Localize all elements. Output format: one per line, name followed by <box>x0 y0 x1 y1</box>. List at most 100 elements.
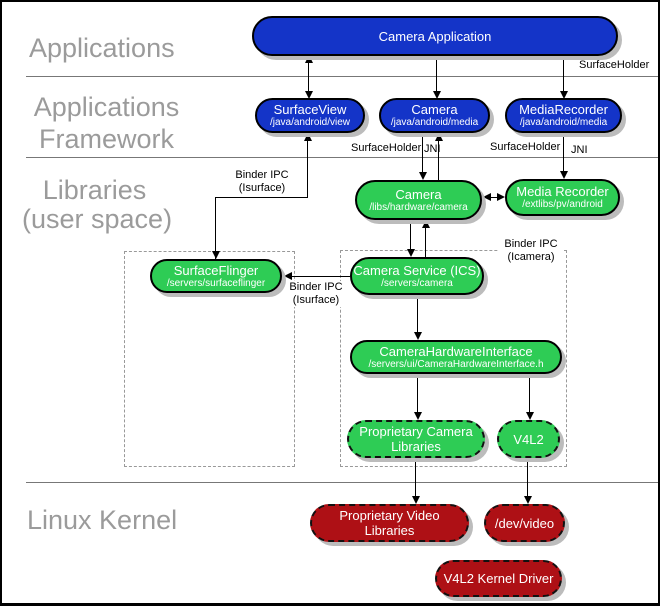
arrowhead-up-icon <box>305 55 313 63</box>
node-path: /extlibs/pv/android <box>522 199 603 210</box>
node-path: /java/android/view <box>269 117 351 128</box>
layer-label-framework: Applications Framework <box>24 91 189 155</box>
layer-label-kernel: Linux Kernel <box>27 505 178 535</box>
node-label: Camera Service (ICS) <box>353 262 481 278</box>
layer-label-framework-line2: Framework <box>38 124 174 154</box>
node-path: /servers/surfaceflinger <box>166 277 266 289</box>
edge-binderipc-vertical-upper <box>307 133 308 197</box>
arrowhead-right-icon <box>497 193 505 201</box>
node-surfaceflinger: SurfaceFlinger /servers/surfaceflinger <box>150 259 282 293</box>
separator-applications-framework <box>26 76 658 77</box>
label-line: Binder IPC <box>289 281 343 293</box>
node-label: V4L2 <box>513 431 544 447</box>
edge-cameralib-mediarecorderlib <box>488 197 500 198</box>
node-label: Media Recorder <box>516 184 609 199</box>
arrowhead-left-icon <box>284 272 292 280</box>
node-mediarecorder-framework: MediaRecorder /java/android/media <box>505 98 622 133</box>
arrowhead-down-icon <box>414 412 422 420</box>
label-line: (Icamera) <box>507 251 555 263</box>
edge-cameraapp-surfaceview <box>308 57 309 97</box>
arrowhead-down-icon <box>433 91 441 99</box>
label-line: Binder IPC <box>235 169 289 181</box>
node-label: Camera <box>411 102 458 117</box>
node-camera-hardware-interface: CameraHardwareInterface /servers/ui/Came… <box>350 340 562 374</box>
arrowhead-down-icon <box>526 412 534 420</box>
node-label: CameraHardwareInterface <box>379 343 533 359</box>
layer-label-libraries: Libraries (user space) <box>22 175 173 234</box>
node-label: MediaRecorder <box>519 102 608 117</box>
node-label: Proprietary Video Libraries <box>339 508 440 538</box>
node-camera-application: Camera Application <box>252 16 618 56</box>
arrowhead-down-icon <box>212 251 220 259</box>
arrowhead-left-icon <box>483 193 491 201</box>
edge-camerafw-cameralib-down <box>422 132 423 172</box>
label-binderipc-isurface-upper: Binder IPC (Isurface) <box>227 169 297 195</box>
edge-cameraservice-cameralib-up <box>425 228 426 257</box>
arrowhead-down-icon <box>412 496 420 504</box>
edge-v4l2-devvideo <box>527 458 528 496</box>
edge-binderipc-vertical-lower <box>215 197 216 259</box>
node-path: /servers/ui/CameraHardwareInterface.h <box>368 358 544 370</box>
edge-cameralib-cameraservice-down <box>410 220 411 250</box>
edge-chi-proprietarycameralibs <box>417 374 418 412</box>
edge-mediarecorderfw-mediarecorderlib <box>563 132 564 171</box>
edge-pcl-proprietaryvideolibs <box>415 458 416 496</box>
node-path: /java/android/media <box>519 117 608 128</box>
arrowhead-down-icon <box>414 332 422 340</box>
layer-label-framework-line1: Applications <box>33 92 180 122</box>
node-label: SurfaceFlinger <box>173 262 259 278</box>
edge-cameraservice-surfaceflinger <box>292 276 350 277</box>
label-surfaceholder-camera: SurfaceHolder <box>351 142 422 154</box>
node-label: SurfaceView <box>273 102 347 117</box>
node-camera-library: Camera /libs/hardware/camera <box>355 180 482 220</box>
label-surfaceholder-mediarecorder: SurfaceHolder <box>490 141 561 153</box>
node-camera-framework: Camera /java/android/media <box>379 98 490 133</box>
arrowhead-down-icon <box>560 171 568 179</box>
node-path: /servers/camera <box>381 277 453 289</box>
label-binderipc-isurface-mid: Binder IPC (Isurface) <box>286 281 346 307</box>
node-v4l2-kernel-driver: V4L2 Kernel Driver <box>435 560 562 597</box>
label-line: Binder IPC <box>504 238 558 250</box>
node-v4l2: V4L2 <box>497 420 560 458</box>
arrowhead-down-icon <box>305 91 313 99</box>
edge-cameraapp-camerafw <box>436 55 437 91</box>
layer-label-libraries-line2: (user space) <box>22 204 173 234</box>
node-dev-video: /dev/video <box>484 504 565 542</box>
node-mediarecorder-library: Media Recorder /extlibs/pv/android <box>505 179 620 216</box>
surfaceflinger-group-box <box>124 251 295 467</box>
label-surfaceholder-top: SurfaceHolder <box>579 59 650 71</box>
node-proprietary-video-libraries: Proprietary Video Libraries <box>310 504 469 542</box>
node-label: Camera <box>395 186 442 202</box>
label-line: (Isurface) <box>292 294 340 306</box>
edge-binderipc-horizontal <box>215 197 308 198</box>
node-label: Camera Application <box>378 28 492 44</box>
layer-label-libraries-line1: Libraries <box>42 175 147 205</box>
node-proprietary-camera-libraries: Proprietary Camera Libraries <box>347 420 485 458</box>
arrowhead-down-icon <box>524 496 532 504</box>
separator-libraries-kernel <box>26 482 658 483</box>
arrowhead-up-icon <box>435 133 443 141</box>
node-surfaceview: SurfaceView /java/android/view <box>255 98 365 133</box>
arrowhead-down-icon <box>419 172 427 180</box>
label-jni-camera: JNI <box>424 143 441 155</box>
arrowhead-up-icon <box>304 133 312 141</box>
label-line: (Isurface) <box>238 182 286 194</box>
edge-chi-v4l2 <box>529 374 530 412</box>
node-label: Proprietary Camera Libraries <box>359 424 473 454</box>
node-label: /dev/video <box>494 515 555 531</box>
node-path: /java/android/media <box>390 117 479 128</box>
node-label: V4L2 Kernel Driver <box>443 571 554 586</box>
label-binderipc-icamera: Binder IPC (Icamera) <box>499 238 563 264</box>
edge-cameraservice-chi <box>417 295 418 332</box>
arrowhead-up-icon <box>422 220 430 228</box>
label-jni-mediarecorder: JNI <box>571 144 588 156</box>
node-path: /libs/hardware/camera <box>369 201 468 213</box>
node-camera-service: Camera Service (ICS) /servers/camera <box>350 257 484 295</box>
edge-cameraapp-mediarecorderfw <box>563 55 564 91</box>
layer-label-applications: Applications <box>29 33 175 63</box>
arrowhead-down-icon <box>407 249 415 257</box>
arrowhead-down-icon <box>560 91 568 99</box>
camera-service-group-box <box>340 250 567 467</box>
separator-framework-libraries <box>26 157 658 158</box>
